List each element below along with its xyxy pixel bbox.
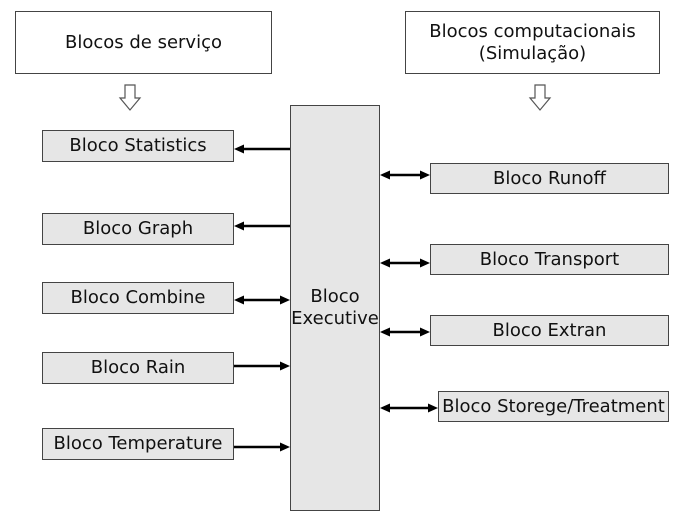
service-block-label: Bloco Temperature bbox=[53, 433, 223, 454]
computational-block-runoff: Bloco Runoff bbox=[430, 163, 669, 194]
service-block-label: Bloco Rain bbox=[90, 357, 186, 378]
executive-block: Bloco Executive bbox=[290, 105, 380, 511]
computational-connector-2-right-arrowhead-icon bbox=[420, 327, 430, 337]
service-connector-3-right-arrowhead-icon bbox=[280, 361, 290, 371]
computational-connector-1-left-arrowhead-icon bbox=[380, 258, 390, 268]
service-block-label: Bloco Statistics bbox=[69, 135, 207, 156]
computational-blocks-header: Blocos computacionais (Simulação) bbox=[405, 11, 660, 74]
computational-block-label: Bloco Extran bbox=[492, 319, 607, 341]
computational-connector-1-right-arrowhead-icon bbox=[420, 258, 430, 268]
computational-block-label: Bloco Transport bbox=[479, 248, 620, 270]
computational-connector-0-right-arrowhead-icon bbox=[420, 170, 430, 180]
computational-block-label: Bloco Storege/Treatment bbox=[442, 395, 665, 417]
computational-blocks-header-line2: (Simulação) bbox=[478, 42, 587, 64]
service-block-temperature: Bloco Temperature bbox=[42, 428, 234, 460]
computational-connector-2-left-arrowhead-icon bbox=[380, 327, 390, 337]
computational-block-extran: Bloco Extran bbox=[430, 315, 669, 346]
computational-block-label: Bloco Runoff bbox=[493, 167, 606, 189]
computational-down-arrow-icon bbox=[528, 84, 552, 111]
service-connector-2-right-arrowhead-icon bbox=[280, 295, 290, 305]
service-block-rain: Bloco Rain bbox=[42, 352, 234, 384]
service-block-graph: Bloco Graph bbox=[42, 213, 234, 245]
service-connector-2-left-arrowhead-icon bbox=[234, 295, 244, 305]
service-block-statistics: Bloco Statistics bbox=[42, 130, 234, 162]
computational-connector-0-left-arrowhead-icon bbox=[380, 170, 390, 180]
service-block-label: Bloco Combine bbox=[70, 287, 206, 308]
executive-block-line1: Bloco bbox=[310, 286, 360, 307]
computational-blocks-header-line1: Blocos computacionais bbox=[429, 20, 636, 42]
service-connector-0-left-arrowhead-icon bbox=[234, 144, 244, 154]
service-blocks-header-label: Blocos de serviço bbox=[64, 31, 222, 53]
computational-connector-3-right-arrowhead-icon bbox=[428, 403, 438, 413]
service-blocks-header: Blocos de serviço bbox=[15, 11, 272, 74]
computational-connector-3-left-arrowhead-icon bbox=[380, 403, 390, 413]
service-block-combine: Bloco Combine bbox=[42, 282, 234, 314]
service-connector-1-left-arrowhead-icon bbox=[234, 221, 244, 231]
service-block-label: Bloco Graph bbox=[82, 218, 194, 239]
service-down-arrow-icon bbox=[118, 84, 142, 111]
service-connector-4-right-arrowhead-icon bbox=[280, 442, 290, 452]
computational-block-transport: Bloco Transport bbox=[430, 244, 669, 275]
executive-block-line2: Executive bbox=[291, 308, 379, 329]
computational-block-storege-treatment: Bloco Storege/Treatment bbox=[438, 391, 669, 422]
